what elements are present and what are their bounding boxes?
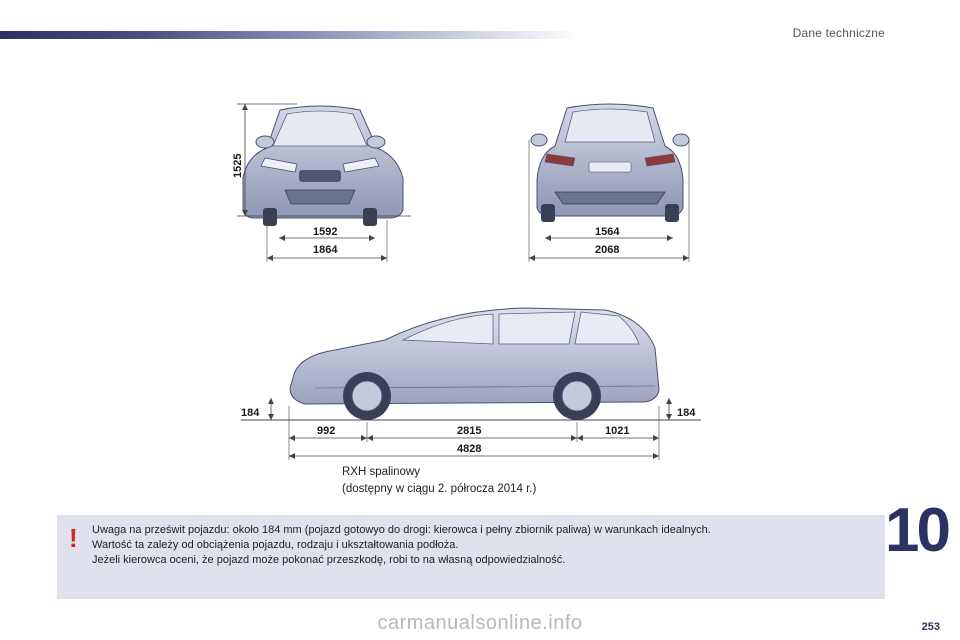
ground-clearance-front-label: 184 [241,407,260,419]
warning-line-2: Wartość ta zależy od obciążenia pojazdu,… [92,539,459,551]
wheelbase-label: 2815 [457,425,481,437]
length-label: 4828 [457,443,481,455]
car-front-illustration [242,105,404,226]
side-view-diagram: 184 184 992 2815 1021 4828 [241,307,701,460]
watermark: carmanualsonline.info [377,612,583,634]
page-number: 253 [921,621,940,633]
rear-width-label: 2068 [595,244,619,256]
warning-line-1: Uwaga na prześwit pojazdu: około 184 mm … [92,524,711,536]
front-overhang-label: 992 [317,425,335,437]
chapter-number: 10 [885,496,951,565]
rear-view-diagram: 1564 2068 [528,103,690,262]
figure-caption: RXH spalinowy (dostępny w ciągu 2. półro… [342,464,536,498]
header-bar [0,31,580,39]
warning-line-3: Jeżeli kierowca oceni, że pojazd może po… [92,554,566,566]
rear-track-label: 1564 [595,226,620,238]
section-title: Dane techniczne [792,26,885,40]
rear-overhang-label: 1021 [605,425,629,437]
warning-box: ! Uwaga na prześwit pojazdu: około 184 m… [57,515,885,599]
warning-text: Uwaga na prześwit pojazdu: około 184 mm … [92,523,865,568]
car-rear-illustration [530,103,690,222]
car-side-illustration [289,307,660,420]
front-width-label: 1864 [313,244,338,256]
caption-line-1: RXH spalinowy [342,466,420,478]
front-track-label: 1592 [313,226,337,238]
warning-exclamation-icon: ! [69,523,78,553]
ground-clearance-rear-label: 184 [677,407,696,419]
front-view-diagram: 1525 1592 1864 [232,103,411,262]
front-height-label: 1525 [232,154,244,178]
caption-line-2: (dostępny w ciągu 2. półrocza 2014 r.) [342,483,537,495]
